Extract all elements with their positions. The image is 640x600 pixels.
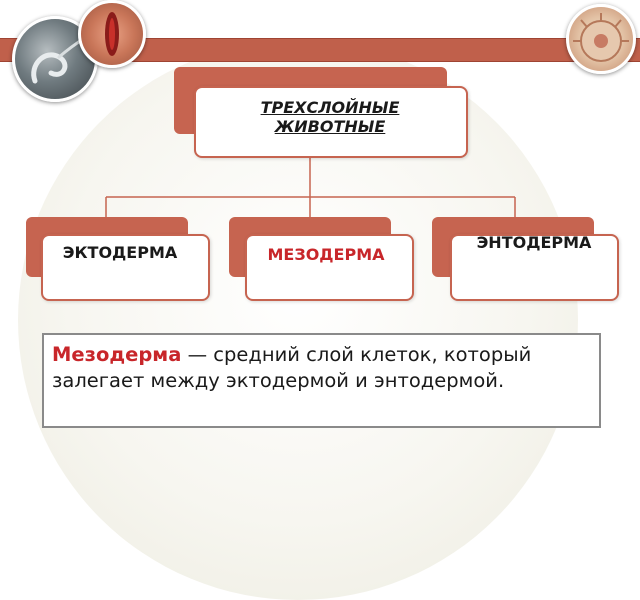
child-node-ectoderm [41, 234, 210, 301]
cell-photo-icon [566, 4, 636, 74]
child-node-endoderm [450, 234, 619, 301]
child-label-ectoderm: ЭКТОДЕРМА [62, 243, 178, 262]
hierarchy-connectors [105, 155, 516, 218]
definition-box: Мезодерма — средний слой клеток, который… [42, 333, 601, 428]
root-node-label: ТРЕХСЛОЙНЫЕ ЖИВОТНЫЕ [260, 98, 400, 136]
definition-term: Мезодерма [52, 343, 182, 366]
wound-photo-icon [78, 0, 146, 68]
child-node-mesoderm [245, 234, 414, 301]
definition-text: — средний слой клеток, который залегает … [52, 343, 532, 392]
child-label-mesoderm: МЕЗОДЕРМА [267, 245, 385, 264]
child-label-endoderm: ЭНТОДЕРМА [476, 233, 592, 252]
root-node [194, 86, 468, 158]
